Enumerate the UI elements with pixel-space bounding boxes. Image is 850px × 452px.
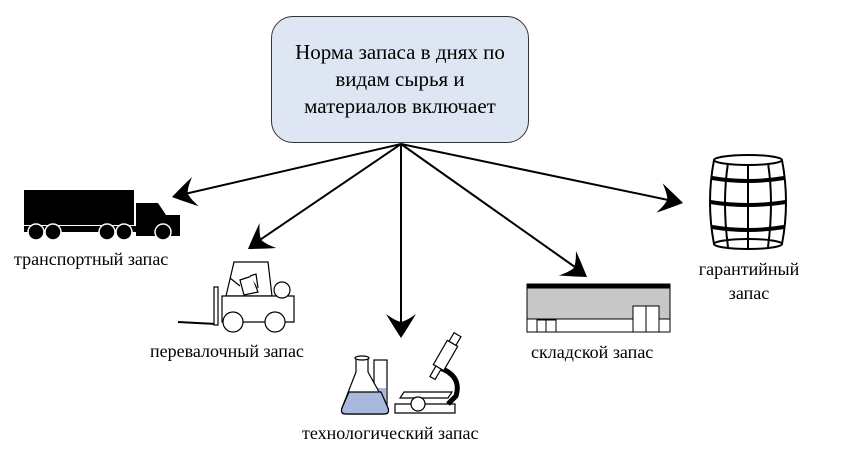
central-concept-text: Норма запаса в днях по видам сырья и мат…	[295, 40, 505, 118]
connector-transship	[250, 143, 402, 247]
lab-equipment-icon	[340, 331, 462, 415]
central-concept-box: Норма запаса в днях по видам сырья и мат…	[271, 16, 529, 143]
truck-icon	[24, 190, 180, 241]
arrowhead-guarantee	[656, 183, 683, 213]
forklift-icon	[177, 261, 295, 333]
label-guarantee-stock: гарантийный запас	[698, 259, 800, 303]
connectors	[175, 143, 674, 322]
warehouse-icon	[526, 283, 671, 333]
label-technological-stock: технологический запас	[302, 423, 479, 443]
arrowhead-transport	[172, 176, 199, 207]
label-transport-stock: транспортный запас	[14, 249, 169, 269]
arrowheads	[172, 176, 683, 338]
arrowhead-warehouse	[558, 250, 587, 277]
connector-warehouse	[400, 143, 583, 273]
label-warehouse-stock: складской запас	[531, 342, 654, 362]
connector-guarantee	[400, 143, 674, 202]
connector-transport	[175, 143, 402, 197]
barrel-icon	[709, 154, 787, 250]
arrowhead-tech	[386, 314, 416, 338]
label-transshipment-stock: перевалочный запас	[150, 341, 304, 361]
arrowhead-transship	[248, 223, 277, 249]
